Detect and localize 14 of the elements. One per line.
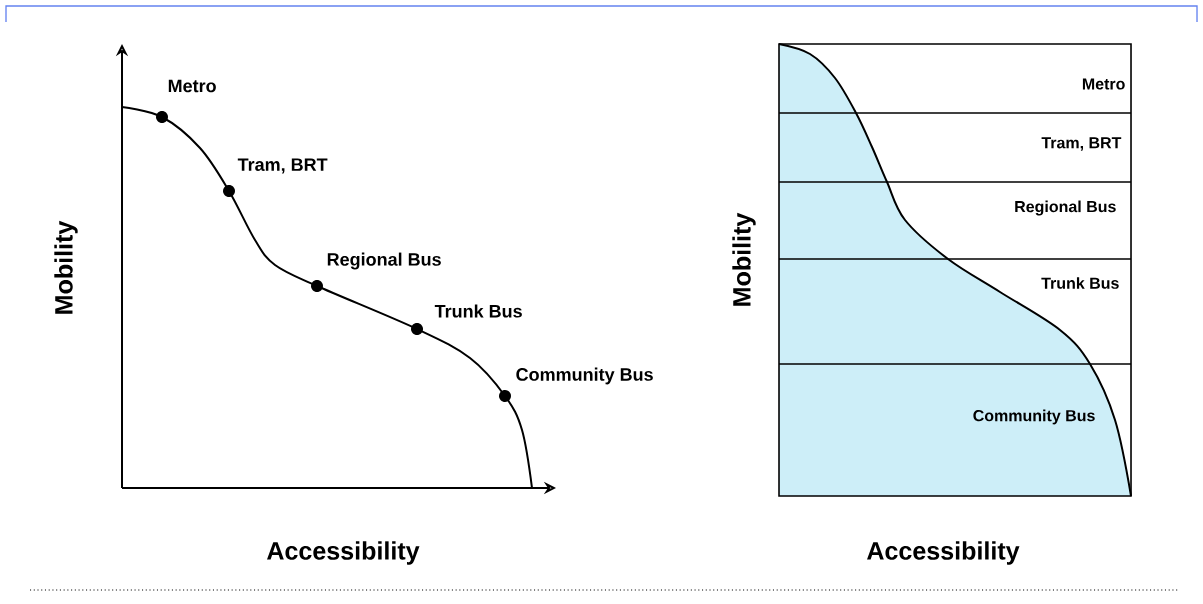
axis-title: Accessibility bbox=[267, 541, 420, 565]
point-label: Tram, BRT bbox=[237, 158, 328, 174]
point-label: Community Bus bbox=[516, 367, 653, 385]
band-label: Metro bbox=[1082, 78, 1125, 90]
axis-title: Accessibility bbox=[867, 541, 1020, 565]
band-label: Trunk Bus bbox=[1041, 277, 1119, 289]
point-label: Trunk Bus bbox=[434, 304, 522, 318]
band-label: Community Bus bbox=[973, 409, 1095, 425]
band-label: Tram, BRT bbox=[1041, 137, 1122, 151]
point-label: Regional Bus bbox=[327, 252, 441, 270]
band-label: Regional Bus bbox=[1015, 200, 1116, 216]
point-label: Metro bbox=[168, 79, 216, 93]
axis-title: Mobility bbox=[54, 220, 78, 314]
axis-title: Mobility bbox=[732, 212, 756, 306]
